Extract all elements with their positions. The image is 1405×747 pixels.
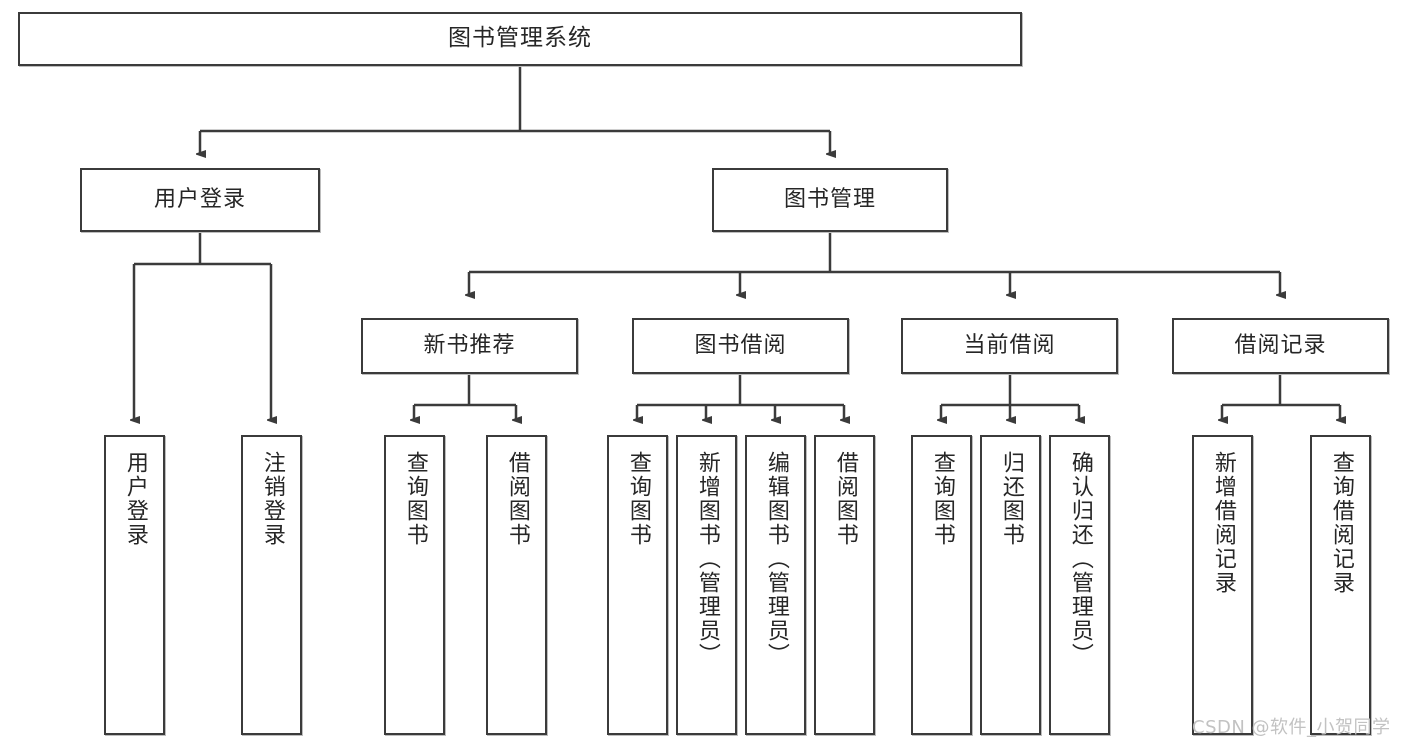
node-label: 查询借阅记录 — [1328, 451, 1354, 595]
leaf-borrow-book-recommend[interactable]: 借阅图书 — [486, 435, 547, 735]
leaf-add-book-admin[interactable]: 新增图书（管理员） — [676, 435, 737, 735]
node-label: 用户登录 — [153, 186, 246, 212]
node-label: 查询图书 — [929, 451, 955, 547]
node-label: 新增图书（管理员） — [694, 451, 720, 667]
leaf-edit-book-admin[interactable]: 编辑图书（管理员） — [745, 435, 806, 735]
node-book-management[interactable]: 图书管理 — [712, 168, 948, 232]
node-label: 确认归还（管理员） — [1067, 451, 1093, 667]
leaf-user-login[interactable]: 用户登录 — [104, 435, 165, 735]
node-label: 图书管理 — [783, 186, 876, 212]
node-label: 借阅图书 — [832, 451, 858, 547]
node-new-book-recommend[interactable]: 新书推荐 — [361, 318, 578, 374]
node-label: 查询图书 — [625, 451, 651, 547]
node-current-borrow[interactable]: 当前借阅 — [901, 318, 1118, 374]
leaf-add-borrow-record[interactable]: 新增借阅记录 — [1192, 435, 1253, 735]
leaf-borrow-book[interactable]: 借阅图书 — [814, 435, 875, 735]
leaf-query-book-current[interactable]: 查询图书 — [911, 435, 972, 735]
node-label: 新书推荐 — [423, 332, 516, 358]
node-label: 注销登录 — [259, 451, 285, 547]
leaf-return-book[interactable]: 归还图书 — [980, 435, 1041, 735]
node-label: 图书管理系统 — [448, 25, 592, 52]
leaf-query-book-borrow[interactable]: 查询图书 — [607, 435, 668, 735]
node-label: 借阅记录 — [1234, 332, 1327, 358]
leaf-query-book-recommend[interactable]: 查询图书 — [384, 435, 445, 735]
node-label: 归还图书 — [998, 451, 1024, 547]
node-label: 当前借阅 — [963, 332, 1056, 358]
node-book-borrow[interactable]: 图书借阅 — [632, 318, 849, 374]
leaf-confirm-return-admin[interactable]: 确认归还（管理员） — [1049, 435, 1110, 735]
leaf-query-borrow-record[interactable]: 查询借阅记录 — [1310, 435, 1371, 735]
watermark: CSDN @软件_小贺同学 — [1192, 717, 1391, 738]
node-label: 图书借阅 — [694, 332, 787, 358]
node-label: 编辑图书（管理员） — [763, 451, 789, 667]
node-label: 查询图书 — [402, 451, 428, 547]
node-label: 用户登录 — [122, 451, 148, 547]
node-root-book-management-system[interactable]: 图书管理系统 — [18, 12, 1022, 66]
node-borrow-record[interactable]: 借阅记录 — [1172, 318, 1389, 374]
node-user-login[interactable]: 用户登录 — [80, 168, 320, 232]
node-label: 新增借阅记录 — [1210, 451, 1236, 595]
leaf-logout-login[interactable]: 注销登录 — [241, 435, 302, 735]
node-label: 借阅图书 — [504, 451, 530, 547]
